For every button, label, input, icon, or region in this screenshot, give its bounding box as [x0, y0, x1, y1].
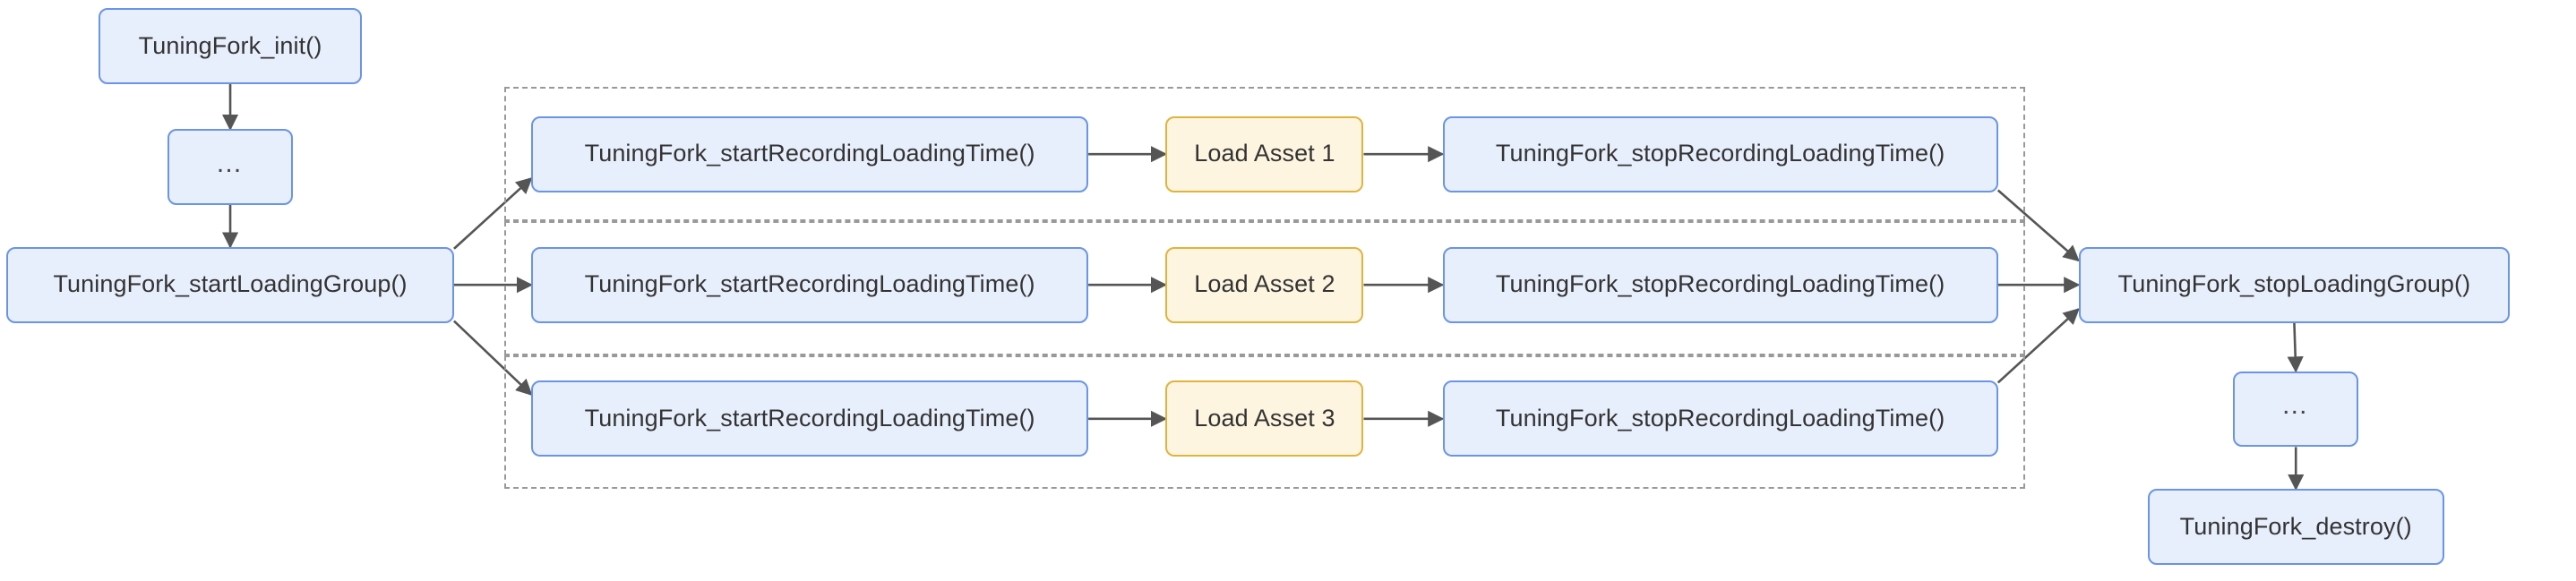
- node-stopGroup[interactable]: TuningFork_stopLoadingGroup(): [2078, 246, 2511, 323]
- node-dots_right[interactable]: …: [2233, 371, 2359, 448]
- node-init[interactable]: TuningFork_init(): [98, 8, 363, 84]
- edge-stopGroup-to-dots_right: [2287, 322, 2304, 373]
- node-asset3[interactable]: Load Asset 3: [1165, 380, 1364, 457]
- node-destroy[interactable]: TuningFork_destroy(): [2147, 489, 2444, 565]
- loading-group-container-1: [503, 87, 2026, 221]
- node-stop1[interactable]: TuningFork_stopRecordingLoadingTime(): [1442, 115, 1998, 192]
- node-startGroup[interactable]: TuningFork_startLoadingGroup(): [6, 246, 454, 323]
- node-asset2[interactable]: Load Asset 2: [1165, 246, 1364, 323]
- node-dots_left[interactable]: …: [167, 129, 294, 205]
- loading-group-container-2: [503, 220, 2026, 355]
- node-stop3[interactable]: TuningFork_stopRecordingLoadingTime(): [1442, 380, 1998, 457]
- node-start3[interactable]: TuningFork_startRecordingLoadingTime(): [531, 380, 1089, 457]
- node-asset1[interactable]: Load Asset 1: [1165, 115, 1364, 192]
- node-start2[interactable]: TuningFork_startRecordingLoadingTime(): [531, 246, 1089, 323]
- node-stop2[interactable]: TuningFork_stopRecordingLoadingTime(): [1442, 246, 1998, 323]
- node-start1[interactable]: TuningFork_startRecordingLoadingTime(): [531, 115, 1089, 192]
- loading-group-container-3: [503, 355, 2026, 490]
